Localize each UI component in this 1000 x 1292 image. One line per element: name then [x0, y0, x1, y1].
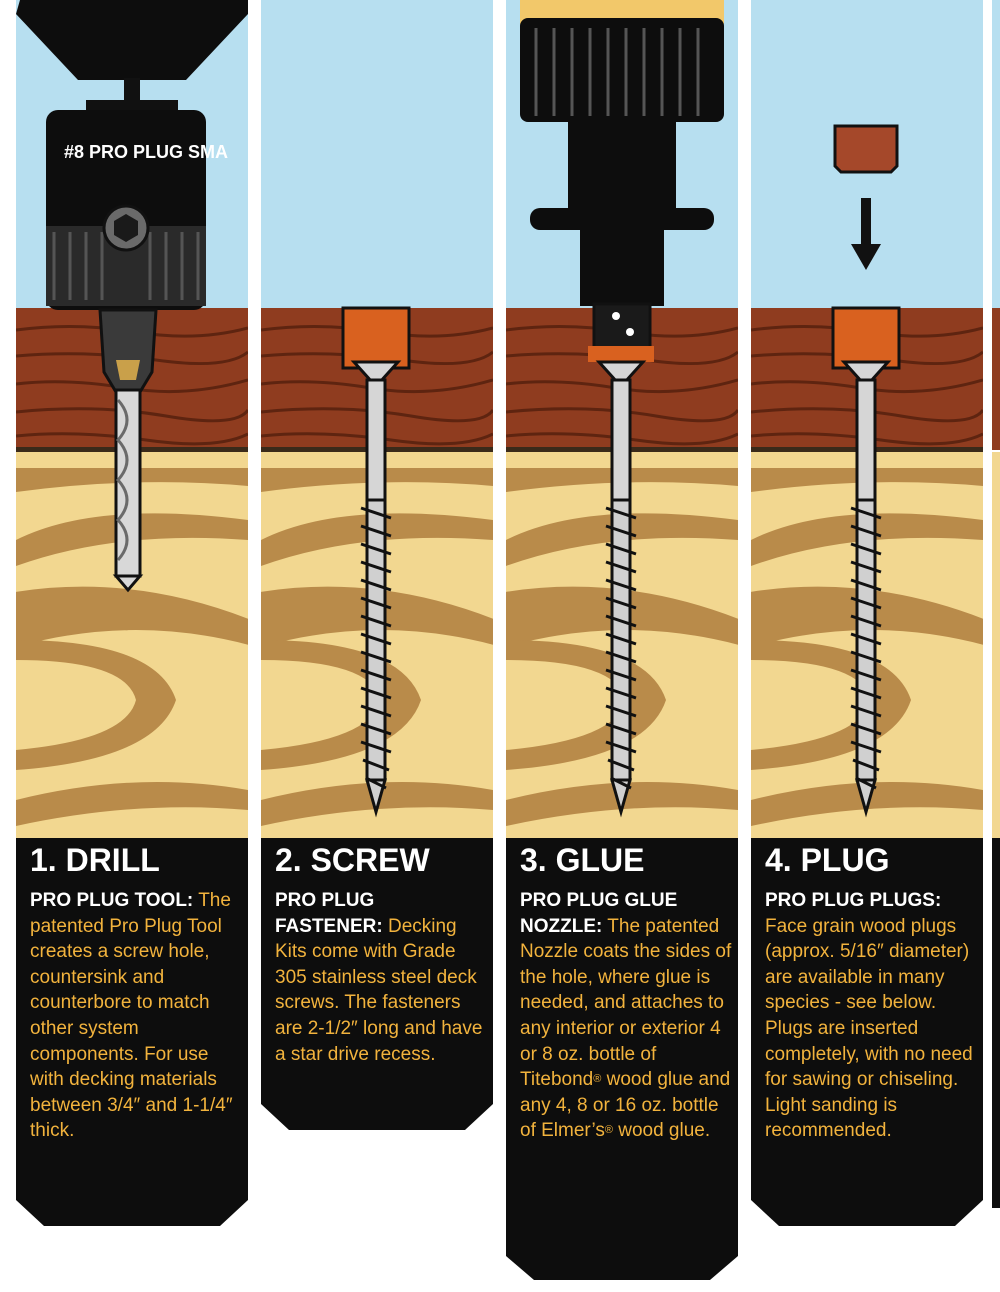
screw-illustration	[261, 0, 493, 1130]
glue-illustration	[506, 0, 738, 1280]
step-title: 3. GLUE	[520, 842, 645, 878]
next-panel-edge	[992, 0, 1000, 1208]
registered-mark: ®	[593, 1073, 602, 1086]
caption-plug: 4. PLUG PRO PLUG PLUGS: Face grain wood …	[765, 842, 977, 1144]
caption-screw: 2. SCREW PRO PLUG FASTENER: Decking Kits…	[275, 842, 487, 1067]
step-body: The patented Nozzle coats the sides of t…	[520, 915, 732, 1091]
step-subtitle: PRO PLUG FASTENER:	[275, 890, 383, 937]
plug-illustration	[751, 0, 983, 1226]
caption-glue: 3. GLUE PRO PLUG GLUE NOZZLE: The patent…	[520, 842, 732, 1144]
step-title: 4. PLUG	[765, 842, 890, 878]
step-body-end: wood glue.	[612, 1120, 711, 1142]
step-body: Face grain wood plugs (approx. 5/16″ dia…	[765, 915, 973, 1142]
caption-drill: 1. DRILL PRO PLUG TOOL: The patented Pro…	[30, 842, 242, 1144]
step-body: Decking Kits come with Grade 305 stainle…	[275, 915, 483, 1065]
step-subtitle: PRO PLUG GLUE NOZZLE:	[520, 890, 678, 937]
step-body: The patented Pro Plug Tool creates a scr…	[30, 890, 233, 1142]
step-subtitle: PRO PLUG TOOL:	[30, 890, 194, 911]
step-title: 1. DRILL	[30, 842, 160, 878]
drill-illustration: #8 PRO PLUG SMA	[16, 0, 248, 1226]
registered-mark: ®	[604, 1124, 613, 1137]
step-title: 2. SCREW	[275, 842, 430, 878]
step-body-cont: wood glue and any 4, 8 or 16 oz. bottle …	[520, 1069, 731, 1142]
tool-label: #8 PRO PLUG SMA	[64, 142, 228, 162]
step-subtitle: PRO PLUG PLUGS:	[765, 890, 942, 911]
